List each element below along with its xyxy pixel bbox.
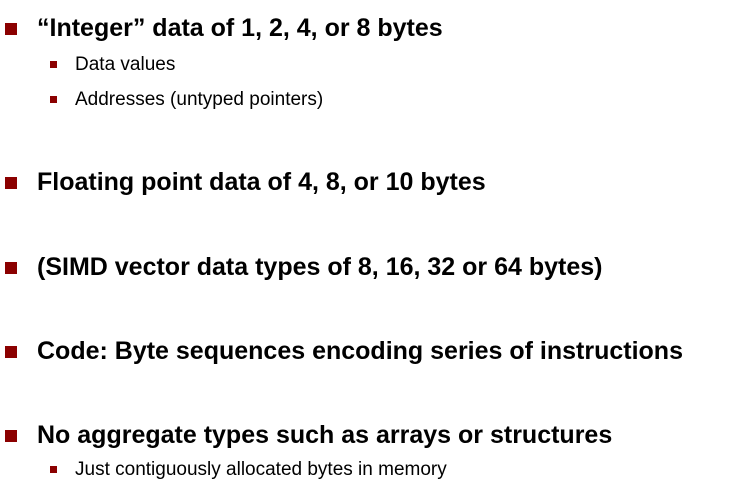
square-bullet-icon [5,430,17,442]
square-bullet-icon [5,177,17,189]
bullet-text: No aggregate types such as arrays or str… [37,421,613,449]
square-bullet-icon [50,96,57,103]
square-bullet-icon [5,346,17,358]
sub-bullet-text: Addresses (untyped pointers) [75,89,324,110]
bullet-text: (SIMD vector data types of 8, 16, 32 or … [37,253,603,281]
sub-bullet-text: Data values [75,54,176,75]
square-bullet-icon [50,466,57,473]
square-bullet-icon [50,61,57,68]
bullet-text: Code: Byte sequences encoding series of … [37,337,683,365]
square-bullet-icon [5,262,17,274]
bullet-text: Floating point data of 4, 8, or 10 bytes [37,168,486,196]
sub-bullet-text: Just contiguously allocated bytes in mem… [75,459,447,480]
square-bullet-icon [5,23,17,35]
bullet-text: “Integer” data of 1, 2, 4, or 8 bytes [37,14,443,42]
